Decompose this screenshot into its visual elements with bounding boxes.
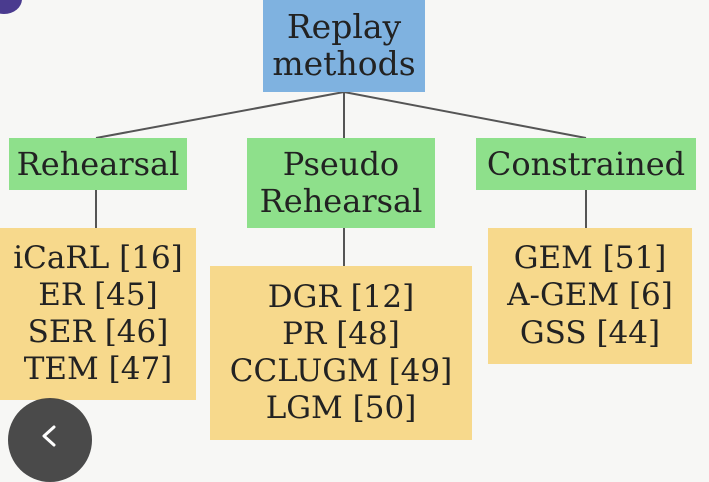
root-label-line-1: Replay [286, 7, 402, 47]
methods-rehearsal: iCaRL [16] ER [45] SER [46] TEM [47] [0, 228, 196, 400]
method-item: A-GEM [6] [507, 277, 673, 314]
category-label: Rehearsal [16, 144, 180, 183]
method-item: DGR [12] [267, 278, 415, 315]
category-constrained: Constrained [476, 138, 696, 190]
method-item: iCaRL [16] [13, 239, 183, 276]
category-pseudo-rehearsal: Pseudo Rehearsal [247, 138, 435, 228]
category-label-line-2: Rehearsal [259, 182, 423, 220]
category-label: Constrained [486, 144, 686, 183]
category-label-line-1: Pseudo [282, 145, 400, 184]
chevron-left-icon [42, 425, 56, 447]
edge-root-rehearsal [95, 91, 345, 139]
method-item: TEM [47] [23, 351, 173, 388]
edge-root-constrained [343, 91, 587, 139]
method-item: PR [48] [282, 315, 400, 352]
method-item: SER [46] [27, 314, 169, 350]
back-button[interactable] [8, 398, 92, 482]
method-item: LGM [50] [265, 390, 417, 427]
root-label-line-2: methods [272, 44, 416, 83]
method-item: GEM [51] [513, 240, 667, 277]
methods-constrained: GEM [51] A-GEM [6] GSS [44] [488, 228, 692, 364]
method-item: CCLUGM [49] [229, 353, 453, 389]
methods-pseudo-rehearsal: DGR [12] PR [48] CCLUGM [49] LGM [50] [210, 266, 472, 440]
method-item: GSS [44] [519, 314, 661, 351]
category-rehearsal: Rehearsal [9, 138, 187, 190]
root-node: Replay methods [263, 0, 425, 92]
diagram-connectors [95, 91, 587, 266]
method-item: ER [45] [38, 276, 158, 313]
